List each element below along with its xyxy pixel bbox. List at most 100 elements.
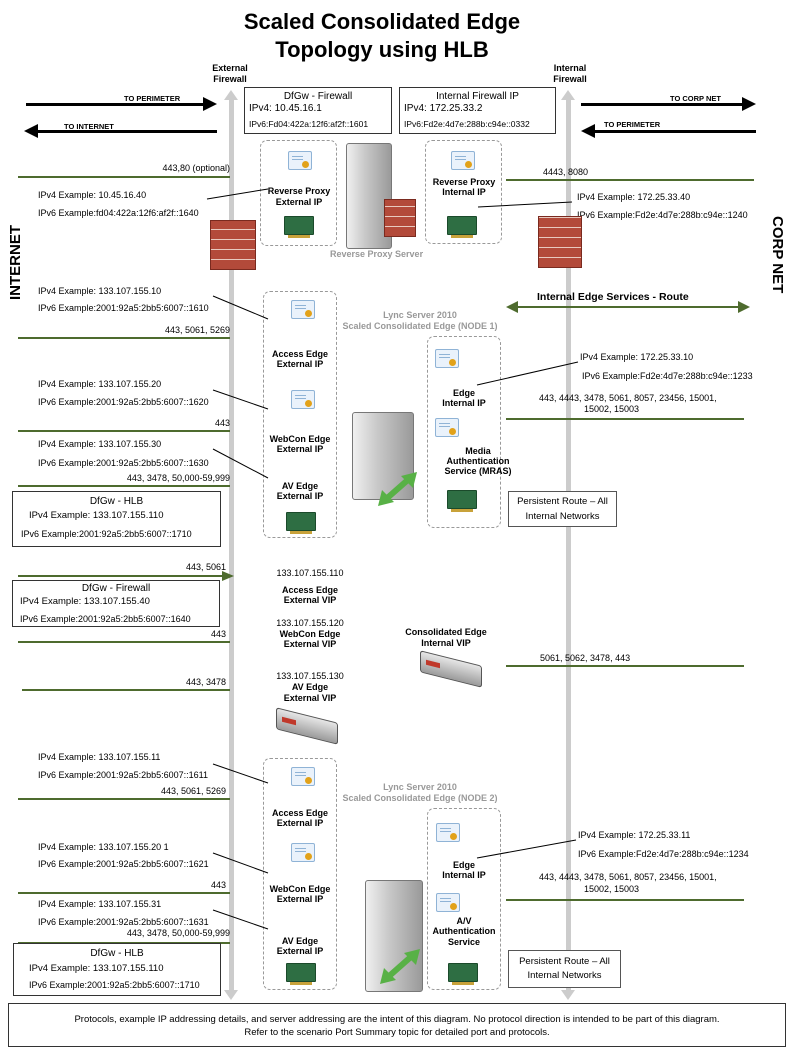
node1-persistent-route-1: Persistent Route – All	[517, 496, 608, 507]
rp-firewall-brick-icon	[384, 199, 416, 237]
node1-access-link	[18, 337, 230, 339]
node1-av-ipv4: IPv4 Example: 133.107.155.30	[38, 439, 162, 449]
rp-internal-certificate-icon	[451, 151, 475, 170]
rp-internal-callout	[477, 201, 573, 208]
node2-caption-2: Scaled Consolidated Edge (NODE 2)	[342, 793, 498, 803]
external-firewall-line	[229, 99, 234, 992]
to-perimeter-left-label: TO PERIMETER	[124, 94, 181, 103]
route-arrowhead-right	[738, 301, 750, 313]
node2-persistent-route-1: Persistent Route – All	[519, 956, 610, 967]
node1-dfgw-hlb-title: DfGw - HLB	[89, 496, 144, 507]
external-firewall-label-1: External	[212, 63, 248, 73]
node2-internal-nic-icon	[448, 963, 478, 985]
dfgw-firewall-top-ipv4: IPv4: 10.45.16.1	[249, 103, 322, 114]
node2-avauth-certificate-icon	[436, 893, 460, 912]
rp-external-container	[260, 140, 337, 246]
dfgw-firewall-top-box: DfGw - Firewall IPv4: 10.45.16.1 IPv6:Fd…	[244, 87, 392, 134]
rp-internal-link	[506, 179, 754, 181]
node1-edge-internal-callout	[476, 361, 579, 386]
rp-external-label-2: External IP	[275, 197, 323, 207]
hlb-dfgw-firewall-box: DfGw - Firewall IPv4 Example: 133.107.15…	[12, 580, 220, 627]
node2-access-ipv6: IPv6 Example:2001:92a5:2bb5:6007::1611	[38, 770, 208, 780]
node1-external-container	[263, 291, 337, 538]
rp-internal-container	[425, 140, 502, 244]
rp-external-ipv6: IPv6 Example:fd04:422a:12f6:af2f::1640	[38, 208, 199, 218]
internal-firewall-brick-icon	[538, 216, 582, 268]
node1-webcon-callout	[212, 389, 269, 410]
node2-dfgw-hlb-ipv4: IPv4 Example: 133.107.155.110	[29, 963, 164, 974]
node1-internal-link	[506, 418, 744, 420]
rp-internal-label-2: Internal IP	[442, 187, 486, 197]
hlb-dfgw-firewall-ipv4: IPv4 Example: 133.107.155.40	[20, 596, 150, 607]
node2-avauth-label-1: A/V	[456, 916, 472, 926]
to-internet-label: TO INTERNET	[64, 122, 114, 131]
rp-internal-ipv4: IPv4 Example: 172.25.33.40	[577, 192, 691, 202]
node1-access-ipv6: IPv6 Example:2001:92a5:2bb5:6007::1610	[38, 303, 209, 313]
hlb-av-vip-ip: 133.107.155.130	[276, 671, 344, 681]
external-firewall-label-2: Firewall	[213, 74, 247, 84]
node1-dfgw-hlb-ipv6: IPv6 Example:2001:92a5:2bb5:6007::1710	[21, 529, 192, 539]
node2-webcon-callout	[212, 852, 269, 874]
node1-mras-label-1: Media	[465, 446, 491, 456]
node1-edge-internal-ports-1: 443, 4443, 3478, 5061, 8057, 23456, 1500…	[539, 393, 717, 403]
node2-webcon-certificate-icon	[291, 843, 315, 862]
node1-dfgw-hlb-box: DfGw - HLB IPv4 Example: 133.107.155.110…	[12, 491, 221, 547]
hlb-dfgw-firewall-title: DfGw - Firewall	[81, 583, 151, 594]
node2-access-certificate-icon	[291, 767, 315, 786]
node1-access-label-2: External IP	[276, 359, 324, 369]
hlb-internal-ports: 5061, 5062, 3478, 443	[540, 653, 631, 663]
node1-internal-nic-icon	[447, 490, 477, 512]
node2-av-nic-icon	[286, 963, 316, 985]
rp-external-ports: 443,80 (optional)	[162, 163, 230, 173]
hlb-access-vip-label-1: Access Edge	[281, 585, 339, 595]
node2-edge-internal-ipv6: IPv6 Example:Fd2e:4d7e:288b:c94e::1234	[578, 849, 749, 859]
rp-external-link	[18, 176, 230, 178]
node2-internal-container	[427, 808, 501, 990]
hlb-internal-link	[506, 665, 744, 667]
rp-external-label-1: Reverse Proxy	[267, 186, 331, 196]
node2-av-callout	[212, 909, 269, 930]
route-arrowhead-left	[506, 301, 518, 313]
node2-av-ports: 443, 3478, 50,000-59,999	[126, 928, 230, 938]
node1-webcon-link	[18, 430, 230, 432]
node1-av-link	[18, 485, 230, 487]
node2-access-link	[18, 798, 230, 800]
to-perimeter-left-arrowhead	[203, 97, 217, 111]
internal-firewall-arrow-down	[561, 990, 575, 1000]
node2-av-ipv4: IPv4 Example: 133.107.155.31	[38, 899, 162, 909]
node2-edge-internal-ports-2: 15002, 15003	[584, 884, 640, 894]
hlb-av-link	[22, 689, 230, 691]
node1-av-label-2: External IP	[276, 491, 324, 501]
to-perimeter-right-arrowhead	[581, 124, 595, 138]
node1-access-callout	[212, 295, 269, 320]
rp-internal-nic-icon	[447, 216, 477, 238]
internal-firewall-label-1: Internal	[553, 63, 587, 73]
to-perimeter-right-arrow-line	[593, 130, 756, 133]
node2-webcon-ipv4: IPv4 Example: 133.107.155.20 1	[38, 842, 169, 852]
node1-webcon-label-2: External IP	[276, 444, 324, 454]
node1-webcon-ipv6: IPv6 Example:2001:92a5:2bb5:6007::1620	[38, 397, 209, 407]
node2-webcon-ports: 443	[210, 880, 226, 890]
node1-webcon-certificate-icon	[291, 390, 315, 409]
node1-dfgw-hlb-ipv4: IPv4 Example: 133.107.155.110	[29, 510, 164, 521]
to-corp-net-arrow-line	[581, 103, 744, 106]
diagram-title-line1: Scaled Consolidated Edge	[243, 9, 521, 34]
hlb-webcon-vip-label-1: WebCon Edge	[279, 629, 341, 639]
diagram-title-line2: Topology using HLB	[275, 37, 489, 62]
footnote-line-2: Refer to the scenario Port Summary topic…	[244, 1027, 550, 1038]
external-firewall-arrow-up	[224, 90, 238, 100]
hlb-internal-vip-label-1: Consolidated Edge	[405, 627, 487, 637]
node1-edge-internal-ipv6: IPv6 Example:Fd2e:4d7e:288b:c94e::1233	[582, 371, 753, 381]
to-corp-net-arrowhead	[742, 97, 756, 111]
node2-dfgw-hlb-ipv6: IPv6 Example:2001:92a5:2bb5:6007::1710	[29, 980, 200, 990]
node1-edge-internal-ports-2: 15002, 15003	[584, 404, 640, 414]
node1-av-callout	[212, 448, 269, 479]
hlb-internal-vip-label-2: Internal VIP	[421, 638, 471, 648]
hlb-webcon-vip-label-2: External VIP	[283, 639, 337, 649]
rp-external-nic-icon	[284, 216, 314, 238]
